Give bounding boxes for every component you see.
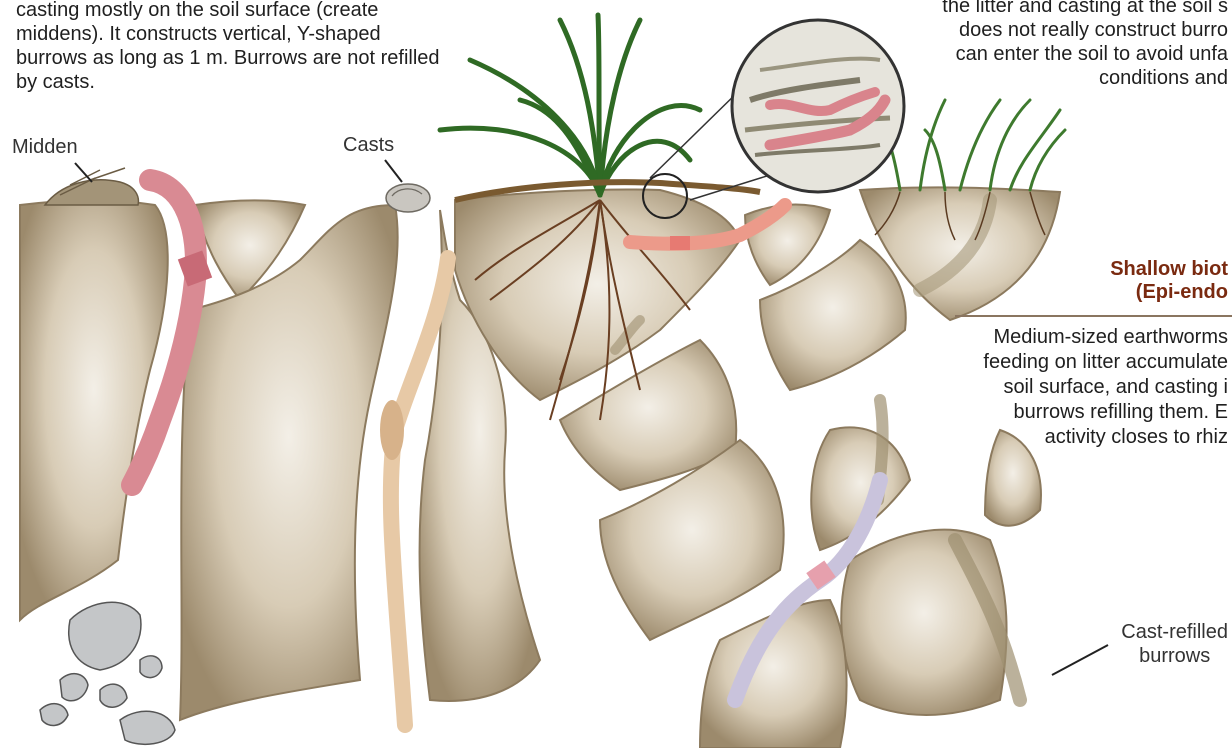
anecic-description-line: burrows as long as 1 m. Burrows are not …: [16, 46, 440, 70]
anecic-earthworm-clitellum: [190, 255, 200, 282]
anecic-description-line: casting mostly on the soil surface (crea…: [16, 0, 440, 22]
cast-refilled-label: Cast-refilled burrows: [1121, 620, 1228, 668]
shallow-description-line: Medium-sized earthworms: [983, 325, 1228, 350]
stones: [40, 602, 175, 744]
magnifier-inset: [643, 20, 904, 218]
shallow-heading-line: (Epi-endo: [1110, 281, 1228, 304]
soil-aggregates: [20, 187, 1060, 748]
shallow-heading: Shallow biot (Epi-endo: [1110, 258, 1228, 304]
cast-refilled-pointer: [1052, 645, 1108, 675]
anecic-description-line: by casts.: [16, 70, 440, 94]
soil-block-3: [180, 205, 398, 720]
cast-refilled-label-line: Cast-refilled: [1121, 620, 1228, 644]
shallow-description-line: activity closes to rhiz: [983, 425, 1228, 450]
grass-clump: [880, 100, 1065, 190]
anecic-description-line: middens). It constructs vertical, Y-shap…: [16, 22, 440, 46]
epigeic-description-line: the litter and casting at the soil s: [942, 0, 1228, 18]
shallow-description: Medium-sized earthworms feeding on litte…: [983, 325, 1228, 450]
midden-label: Midden: [12, 136, 78, 159]
heading-divider: [955, 315, 1232, 317]
epigeic-description-line: conditions and: [942, 66, 1228, 90]
epigeic-description: the litter and casting at the soil s doe…: [942, 0, 1228, 90]
midden-pile: [45, 168, 138, 205]
casts-pointer: [385, 160, 402, 182]
soil-block-12: [841, 530, 1006, 715]
epigeic-earthworm-clitellum: [670, 236, 690, 250]
midden-pointer: [75, 163, 92, 182]
shallow-heading-line: Shallow biot: [1110, 258, 1228, 281]
epigeic-description-line: does not really construct burro: [942, 18, 1228, 42]
casts-pile: [386, 184, 430, 212]
shallow-description-line: burrows refilling them. E: [983, 400, 1228, 425]
soil-block-left: [20, 200, 168, 620]
shallow-description-line: soil surface, and casting i: [983, 375, 1228, 400]
cast-refilled-label-line: burrows: [1121, 644, 1228, 668]
epigeic-description-line: can enter the soil to avoid unfa: [942, 42, 1228, 66]
pale-earthworm-clitellum: [380, 400, 404, 460]
shallow-description-line: feeding on litter accumulate: [983, 350, 1228, 375]
anecic-description: casting mostly on the soil surface (crea…: [16, 0, 440, 94]
casts-label: Casts: [343, 134, 394, 157]
